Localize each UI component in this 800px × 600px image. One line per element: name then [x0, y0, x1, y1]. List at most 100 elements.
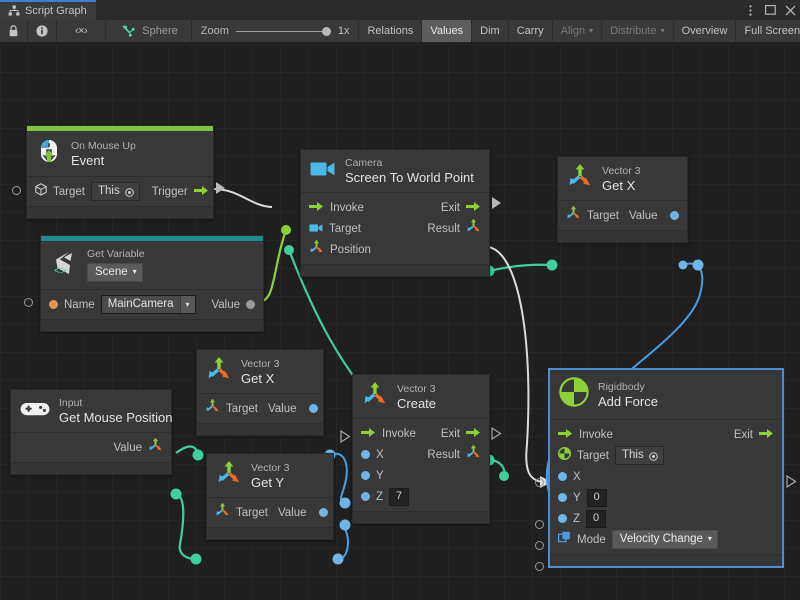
result-label: Result	[427, 449, 460, 461]
target-label: Target	[329, 223, 361, 235]
target-value-field[interactable]: This	[91, 182, 140, 201]
flow-input-arrow-icon[interactable]	[361, 425, 376, 443]
mode-dropdown[interactable]: Velocity Change ▾	[612, 530, 718, 549]
code-button[interactable]: ‹×›	[57, 20, 106, 42]
x-input-port[interactable]	[558, 472, 567, 481]
vector3-port-icon[interactable]	[205, 399, 220, 418]
kebab-menu-icon[interactable]	[745, 5, 756, 16]
close-icon[interactable]	[785, 5, 796, 16]
value-output-port[interactable]	[246, 300, 255, 309]
vector3-port-icon[interactable]	[566, 206, 581, 225]
name-input-port[interactable]	[49, 300, 58, 309]
tab-script-graph[interactable]: Script Graph	[0, 0, 96, 20]
toolbar-button-label: Full Screen	[744, 25, 800, 37]
node-footer	[197, 423, 323, 435]
vector3-port-icon[interactable]	[148, 438, 163, 457]
graph-input-port-get-variable[interactable]	[24, 298, 33, 307]
wire-endpoint	[340, 520, 351, 531]
vector3-port-icon[interactable]	[215, 503, 230, 522]
variable-kind-dropdown[interactable]: Scene ▾	[87, 263, 143, 282]
y-value-field[interactable]: 0	[587, 489, 607, 507]
node-camera-screen-to-world-point[interactable]: Camera Screen To World Point Invoke Exit	[300, 149, 490, 277]
toolbar-button-full-screen[interactable]: Full Screen	[736, 20, 800, 42]
gameobject-port-icon[interactable]	[35, 183, 47, 201]
x-input-port[interactable]	[361, 450, 370, 459]
flow-output-arrow-icon[interactable]	[466, 199, 481, 217]
toolbar-button-values[interactable]: Values	[422, 20, 472, 42]
info-button[interactable]	[28, 20, 57, 42]
toolbar-button-distribute[interactable]: Distribute ▾	[602, 20, 673, 42]
wire-endpoint	[284, 245, 294, 255]
node-vector3-get-x-mid[interactable]: Vector 3 Get X Target Value	[196, 349, 324, 436]
graph-port-addforce-z[interactable]	[535, 541, 544, 550]
z-input-port[interactable]	[361, 492, 370, 501]
wire-camera-result-to-getx	[489, 265, 552, 271]
vector3-icon	[216, 461, 242, 490]
vector3-port-icon[interactable]	[466, 445, 481, 464]
toolbar-button-overview[interactable]: Overview	[674, 20, 737, 42]
graph-port-addforce-mode[interactable]	[535, 562, 544, 571]
graph-toolbar: ‹×› Sphere Zoom 1x Relatio	[0, 20, 800, 43]
node-get-variable[interactable]: <> Get Variable Scene ▾ Name MainCamera	[40, 235, 264, 332]
value-label: Value	[113, 442, 142, 454]
vector3-port-icon[interactable]	[309, 240, 324, 259]
row-value: Value	[11, 437, 171, 458]
camera-port-icon[interactable]	[309, 220, 323, 238]
y-input-port[interactable]	[558, 493, 567, 502]
flow-output-arrow-icon[interactable]	[466, 425, 481, 443]
node-on-mouse-up[interactable]: On Mouse Up Event Target This	[26, 125, 214, 219]
chevron-down-icon[interactable]: ▾	[180, 296, 195, 313]
target-picker-icon[interactable]	[125, 187, 134, 196]
graph-canvas[interactable]: On Mouse Up Event Target This	[0, 44, 800, 600]
toolbar-button-label: Carry	[517, 25, 544, 37]
value-output-port[interactable]	[670, 211, 679, 220]
toolbar-button-align[interactable]: Align ▾	[553, 20, 602, 42]
flow-output-arrow-icon[interactable]	[194, 183, 209, 201]
node-vector3-get-x-top[interactable]: Vector 3 Get X Target Value	[557, 156, 688, 243]
vector3-port-icon[interactable]	[466, 219, 481, 238]
node-body: Target Value	[558, 200, 687, 230]
value-output-port[interactable]	[309, 404, 318, 413]
node-body: Invoke Exit X Result	[353, 418, 489, 511]
graph-port-addforce-y[interactable]	[535, 520, 544, 529]
node-title: Add Force	[598, 394, 658, 409]
node-vector3-create[interactable]: Vector 3 Create Invoke Exit	[352, 374, 490, 524]
zoom-slider-knob[interactable]	[322, 27, 331, 36]
toolbar-button-dim[interactable]: Dim	[472, 20, 509, 42]
rigidbody-icon	[559, 377, 589, 412]
graph-port-addforce-invoke[interactable]	[535, 478, 544, 487]
row-target: Target This	[550, 445, 782, 466]
variable-name-field[interactable]: MainCamera ▾	[101, 295, 196, 314]
zoom-control[interactable]: Zoom 1x	[192, 20, 360, 42]
z-value-field[interactable]: 7	[389, 488, 409, 506]
lock-button[interactable]	[0, 20, 28, 42]
node-vector3-get-y[interactable]: Vector 3 Get Y Target Value	[206, 453, 334, 540]
node-input-get-mouse-position[interactable]: Input Get Mouse Position Value	[10, 389, 172, 475]
node-subtitle: Camera	[345, 157, 474, 169]
toolbar-button-relations[interactable]: Relations	[359, 20, 422, 42]
node-rigidbody-add-force[interactable]: Rigidbody Add Force Invoke Exit	[549, 369, 783, 567]
flow-input-arrow-icon[interactable]	[309, 199, 324, 217]
value-output-port[interactable]	[319, 508, 328, 517]
rigidbody-port-icon[interactable]	[558, 447, 571, 465]
y-input-port[interactable]	[361, 471, 370, 480]
enum-port-icon[interactable]	[558, 531, 571, 549]
node-body: Name MainCamera ▾ Value	[41, 289, 263, 319]
node-subtitle: Rigidbody	[598, 381, 658, 393]
z-value-field[interactable]: 0	[586, 510, 606, 528]
maximize-icon[interactable]	[765, 5, 776, 16]
flow-input-arrow-icon[interactable]	[558, 426, 573, 444]
graph-input-port-on-mouse-up[interactable]	[12, 186, 21, 195]
flow-output-arrow-icon[interactable]	[759, 426, 774, 444]
target-picker-icon[interactable]	[649, 451, 658, 460]
z-input-port[interactable]	[558, 514, 567, 523]
node-subtitle: Vector 3	[602, 165, 641, 177]
row-z: Z 7	[353, 486, 489, 507]
target-value-field[interactable]: This	[615, 446, 664, 465]
zoom-slider[interactable]	[236, 25, 331, 37]
node-title: Screen To World Point	[345, 170, 474, 185]
toolbar-button-carry[interactable]: Carry	[509, 20, 553, 42]
vector3-icon	[567, 164, 593, 193]
graph-source-button[interactable]: Sphere	[106, 20, 191, 42]
node-header-text: Vector 3 Get X	[602, 165, 641, 193]
